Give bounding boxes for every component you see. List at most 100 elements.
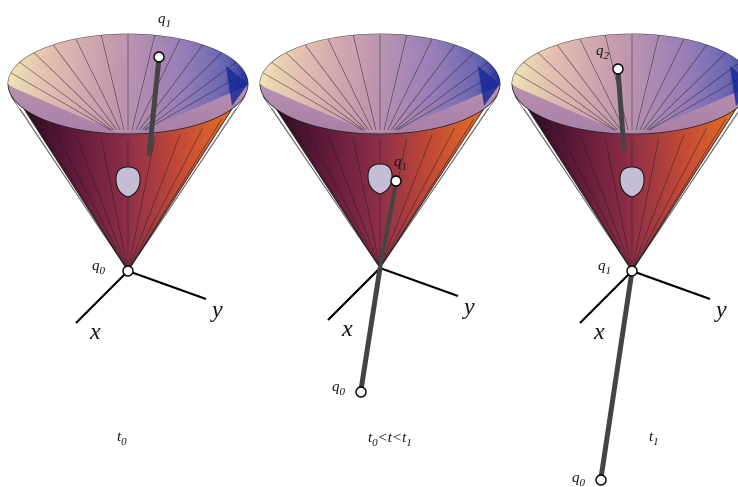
q2-label: q2 bbox=[596, 43, 610, 62]
cone-inner-facet bbox=[390, 44, 456, 131]
q1-label: q1 bbox=[158, 11, 171, 30]
cone-facet-line bbox=[101, 138, 129, 272]
worldline-rod-inner bbox=[378, 182, 398, 269]
cone-facet-line bbox=[379, 127, 456, 269]
cone-facet-line bbox=[327, 134, 381, 269]
x-axis-label: x bbox=[593, 319, 605, 345]
y-axis bbox=[127, 269, 207, 301]
time-label-sub: 0 bbox=[121, 436, 127, 448]
cone-facet-line bbox=[127, 96, 246, 272]
time-label: t1 bbox=[649, 429, 659, 448]
cone-facet-line bbox=[605, 138, 633, 272]
cone-inner-facet bbox=[101, 35, 125, 131]
cone-facet-line bbox=[631, 118, 727, 272]
cone-facet-line bbox=[631, 138, 659, 272]
cone-inner-facet bbox=[75, 38, 121, 131]
cone-facet-line bbox=[127, 127, 204, 272]
x-axis-label: x bbox=[89, 319, 101, 345]
y-axis-label: y bbox=[210, 297, 223, 323]
cone-inner-facet bbox=[396, 62, 489, 131]
cone-inner-facet bbox=[262, 72, 363, 131]
cone-inner-facet bbox=[642, 44, 708, 131]
cone-facet-line bbox=[353, 138, 381, 269]
cone-inner-facet bbox=[648, 63, 738, 131]
cone-inner-facet bbox=[131, 35, 155, 131]
cone-inner-facet bbox=[645, 52, 727, 131]
q2-label-sub: 2 bbox=[604, 50, 610, 62]
q0-label: q0 bbox=[332, 379, 346, 398]
q0-label-main: q bbox=[92, 258, 100, 274]
cone-facet-line bbox=[271, 108, 381, 269]
cone-facet-line bbox=[379, 96, 498, 269]
q1-point bbox=[626, 265, 638, 277]
cone-inner-facet bbox=[52, 44, 118, 131]
worldline-rod-upper bbox=[615, 69, 627, 151]
cone-blue-edge bbox=[478, 66, 500, 106]
q0-label-sub: 0 bbox=[100, 265, 106, 277]
cone-facet-line bbox=[523, 108, 633, 272]
cone-facet-line bbox=[127, 118, 223, 272]
cone-facet-line bbox=[379, 118, 475, 269]
cone-inner-facet bbox=[138, 44, 204, 131]
cone-facet-line bbox=[52, 127, 129, 272]
cone-inner-facet bbox=[145, 72, 246, 131]
x-axis bbox=[579, 270, 633, 324]
cone-facet-line bbox=[631, 112, 738, 272]
q1-point bbox=[390, 175, 402, 187]
q0-label-main: q bbox=[332, 379, 340, 395]
cone-facet-line bbox=[33, 118, 129, 272]
time-label: t0<t<t1 bbox=[368, 430, 412, 449]
q1-label: q1 bbox=[598, 258, 611, 277]
cone-facet-line bbox=[537, 118, 633, 272]
cone-inner-facet bbox=[639, 38, 685, 131]
cone-facet-line bbox=[631, 127, 708, 272]
time-label-part: t bbox=[649, 429, 654, 445]
cone-facet-line bbox=[75, 134, 129, 272]
q0-label-main: q bbox=[572, 470, 580, 486]
q1-point bbox=[153, 51, 165, 63]
cone-cutaway-window bbox=[619, 166, 645, 198]
cone-inner-facet bbox=[271, 62, 364, 131]
worldline-rod bbox=[146, 57, 162, 157]
cone-rim-band bbox=[260, 34, 500, 88]
y-axis bbox=[631, 269, 711, 301]
cone-cutaway-window bbox=[367, 163, 393, 195]
cone-inner-facet bbox=[397, 72, 498, 131]
cone-cutaway-window bbox=[115, 166, 141, 198]
y-axis-label: y bbox=[462, 294, 475, 320]
cone-rim-band bbox=[512, 34, 738, 88]
time-label-sub: 0 bbox=[372, 437, 378, 449]
y-axis bbox=[379, 266, 459, 298]
cone-inner-facet bbox=[33, 52, 115, 131]
time-label-part: <t< bbox=[378, 430, 402, 446]
cone-inner-facet bbox=[556, 44, 622, 131]
cone-inner-facet bbox=[327, 38, 373, 131]
time-label-part: t bbox=[117, 429, 122, 445]
cone-facet-line bbox=[19, 108, 129, 272]
q0-label-sub: 0 bbox=[340, 386, 346, 398]
cone-facet-line bbox=[379, 134, 433, 269]
q0-point bbox=[595, 474, 607, 486]
q0-label: q0 bbox=[92, 258, 106, 277]
q0-label: q0 bbox=[572, 470, 586, 487]
cone-inner-facet bbox=[523, 62, 616, 131]
cone-facet-line bbox=[579, 134, 633, 272]
cone-rim-band bbox=[8, 34, 248, 88]
cone-inner-wall bbox=[518, 42, 738, 132]
y-axis-label: y bbox=[714, 297, 727, 323]
q2-label-main: q bbox=[596, 43, 604, 59]
q1-label-main: q bbox=[598, 258, 606, 274]
cone-inner-facet bbox=[514, 72, 615, 131]
cone-inner-facet bbox=[19, 62, 112, 131]
cone-facet-line bbox=[304, 127, 381, 269]
q1-label-sub: 1 bbox=[166, 18, 172, 30]
time-label-sub: 1 bbox=[406, 437, 412, 449]
cone-inner-facet bbox=[635, 35, 659, 131]
time-label: t0 bbox=[117, 429, 127, 448]
time-label-sub: 1 bbox=[653, 436, 659, 448]
cone-inner-facet bbox=[285, 52, 367, 131]
q1-label: q1 bbox=[394, 154, 407, 173]
